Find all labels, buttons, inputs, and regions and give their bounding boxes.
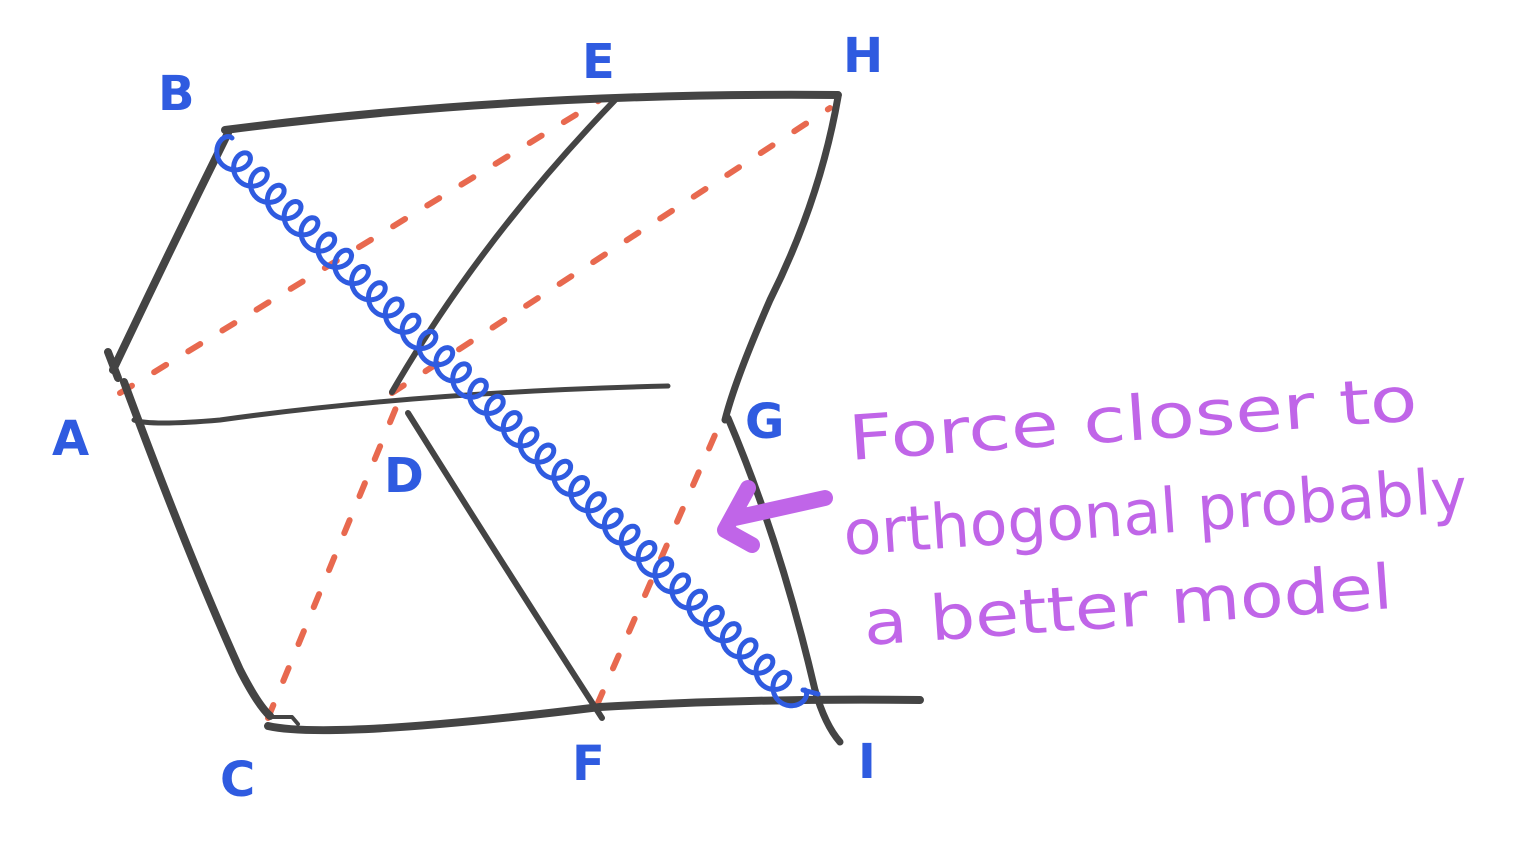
edge-e-d xyxy=(389,97,618,395)
vertex-label-b: B xyxy=(158,66,195,122)
spring-b-i xyxy=(214,134,810,709)
diagonal-d-h xyxy=(389,105,833,396)
vertex-label-g: G xyxy=(745,394,784,450)
diagonal-c-d xyxy=(265,395,403,721)
edge-a-c xyxy=(120,378,274,720)
edge-d-f xyxy=(405,410,605,721)
vertex-label-i: I xyxy=(858,734,876,790)
annotation-line-3: a better model xyxy=(861,550,1395,660)
vertex-label-f: F xyxy=(572,736,605,792)
outline-edges xyxy=(104,90,924,746)
vertex-label-a: A xyxy=(52,411,89,467)
annotation-arrow xyxy=(717,480,833,553)
diagonal-a-e xyxy=(117,97,603,396)
vertex-label-h: H xyxy=(843,28,883,84)
annotation-line-1: Force closer to xyxy=(846,362,1420,475)
edge-b-a xyxy=(109,129,232,374)
spring-arrowhead xyxy=(800,687,821,697)
edge-g-i xyxy=(724,414,844,746)
edge-a-d-g xyxy=(131,383,671,426)
vertex-label-c: C xyxy=(220,752,255,808)
corner-mark-c xyxy=(270,715,300,726)
edge-h-g xyxy=(721,93,842,424)
vertex-label-e: E xyxy=(582,34,615,90)
edge-a-stub xyxy=(104,348,122,382)
vertex-label-d: D xyxy=(384,448,424,504)
vertex-labels: B E H A D G C F I xyxy=(52,28,883,808)
edge-b-h xyxy=(221,90,842,134)
annotation: Force closer to orthogonal probably a be… xyxy=(841,362,1470,660)
